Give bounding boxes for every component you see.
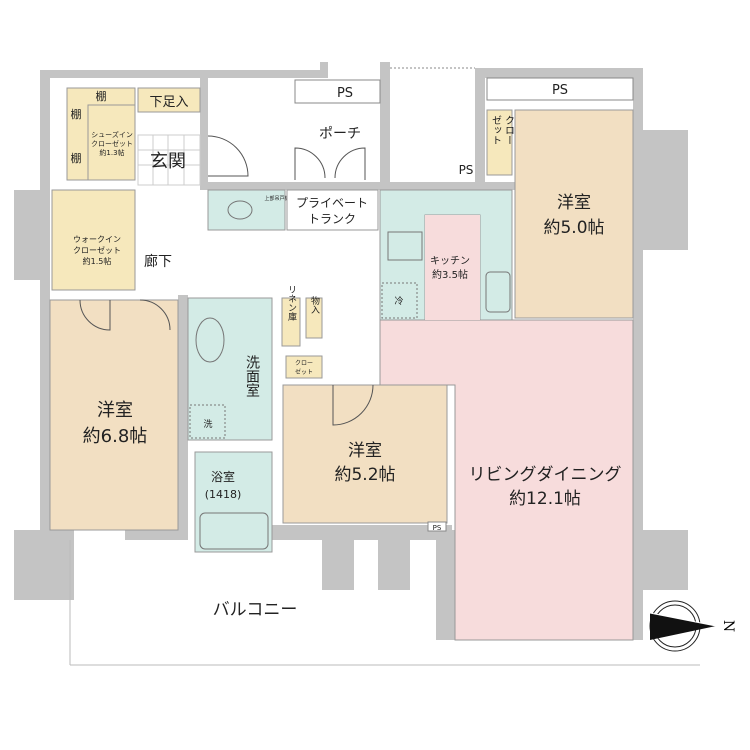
kitchen-label: キッチン — [430, 255, 470, 267]
shoes-closet-size: 約1.3帖 — [99, 148, 124, 157]
front-door[interactable] — [207, 135, 249, 177]
linen-label: リネン庫 — [286, 285, 297, 322]
shelf-label: 棚 — [96, 89, 107, 103]
closet-a-label: ゼット — [490, 115, 502, 145]
western-room-b — [49, 299, 179, 531]
private-trunk-label: トランク — [308, 212, 356, 226]
wash-basin — [195, 317, 225, 363]
shoes-closet-label: シューズイン — [91, 130, 133, 139]
porch-label: ポーチ — [319, 126, 361, 142]
storage — [305, 297, 323, 339]
private-trunk — [286, 189, 379, 231]
shoe-storage — [137, 87, 201, 113]
washer-label: 洗 — [203, 418, 212, 430]
compass-icon: N — [649, 600, 736, 652]
fridge-label: 冷 — [394, 295, 403, 307]
closet-c — [285, 355, 323, 379]
bathroom-label: 浴室 — [211, 469, 235, 484]
toilet-cabinet-label: 上部吊戸棚 — [264, 195, 289, 202]
western-a-label: 洋室 — [557, 193, 591, 213]
ps-label: PS — [433, 524, 442, 532]
western-room-c — [282, 384, 448, 524]
western-b-label: 洋室 — [97, 400, 133, 421]
walkin-label: クローゼット — [73, 245, 121, 255]
bathroom-size: (1418) — [205, 488, 242, 501]
bathroom — [194, 451, 273, 553]
living-label: リビングダイニング — [469, 465, 622, 485]
ps-label: PS — [459, 163, 474, 177]
entrance-tiles — [137, 134, 201, 186]
ps-label: PS — [552, 83, 568, 98]
kitchen-size: 約3.5帖 — [432, 268, 468, 281]
stove — [387, 231, 423, 261]
western-c-size: 約5.2帖 — [334, 465, 395, 485]
ps-label: PS — [337, 86, 353, 101]
porch-doors[interactable] — [294, 147, 366, 180]
western-b-size: 約6.8帖 — [83, 426, 148, 447]
ps-top — [486, 77, 634, 101]
shoe-storage-label: 下足入 — [149, 95, 188, 110]
washroom-label: 洗面室 — [244, 355, 260, 397]
bathtub — [199, 512, 269, 550]
western-b-doors[interactable] — [79, 299, 171, 331]
corridor-label: 廊下 — [144, 253, 172, 270]
shelf-label: 棚 — [71, 107, 82, 121]
private-trunk-label: プライベート — [296, 196, 368, 210]
sink — [485, 271, 511, 313]
western-c-label: 洋室 — [348, 441, 382, 461]
storage-label: 物入 — [309, 295, 320, 314]
closet-a — [486, 109, 513, 176]
compass-north-label: N — [720, 620, 736, 632]
washer-space — [189, 404, 226, 439]
western-a-size: 約5.0帖 — [543, 218, 604, 238]
closet-a-label: クロー — [503, 115, 514, 145]
entrance-label: 玄関 — [150, 151, 186, 172]
closet-c-label: ゼット — [295, 368, 313, 376]
living-size: 約12.1帖 — [509, 489, 581, 509]
shoes-closet-label: クローゼット — [91, 139, 133, 148]
balcony-label: バルコニー — [213, 600, 298, 620]
walkin-size: 約1.5帖 — [83, 256, 112, 266]
western-room-a — [514, 109, 634, 319]
ps-porch — [294, 79, 381, 104]
shelf-label: 棚 — [71, 151, 82, 165]
closet-c-label: クロー — [295, 360, 313, 367]
walls — [14, 62, 688, 640]
linen-closet — [281, 297, 301, 347]
washroom — [187, 297, 273, 441]
fridge — [381, 282, 418, 319]
toilet — [207, 189, 286, 231]
walk-in-closet — [51, 189, 136, 291]
walkin-label: ウォークイン — [73, 235, 121, 244]
western-c-door[interactable] — [332, 384, 374, 426]
